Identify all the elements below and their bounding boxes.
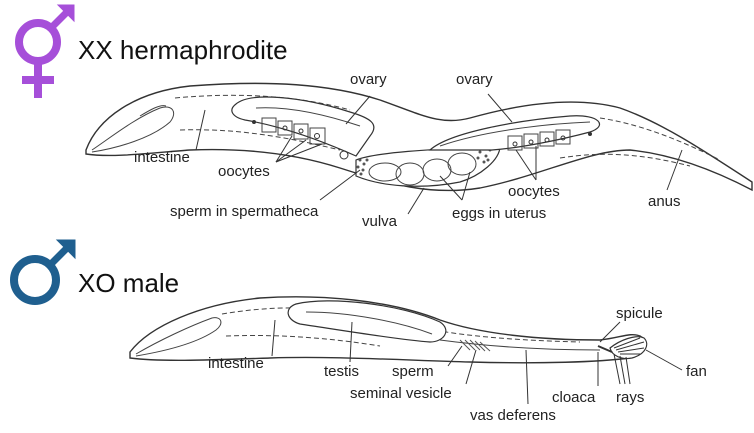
label-herm-intestine: intestine — [134, 149, 190, 166]
label-sperm-in-spermatheca: sperm in spermatheca — [170, 203, 319, 220]
label-vas-deferens: vas deferens — [470, 407, 556, 424]
label-seminal-vesicle: seminal vesicle — [350, 385, 452, 402]
male-title: XO male — [78, 268, 179, 298]
male-symbol-icon — [14, 240, 75, 301]
label-oocytes-right: oocytes — [508, 183, 560, 200]
label-ovary-right: ovary — [456, 71, 493, 88]
label-ovary-left: ovary — [350, 71, 387, 88]
label-vulva: vulva — [362, 213, 398, 230]
hermaphrodite-body — [86, 83, 752, 190]
label-testis: testis — [324, 363, 359, 380]
label-cloaca: cloaca — [552, 389, 596, 406]
label-eggs-in-uterus: eggs in uterus — [452, 205, 546, 222]
label-spicule: spicule — [616, 305, 663, 322]
herm-title: XX hermaphrodite — [78, 35, 288, 65]
male-body — [130, 297, 647, 363]
label-sperm: sperm — [392, 363, 434, 380]
female-symbol-icon — [19, 5, 74, 98]
label-fan: fan — [686, 363, 707, 380]
label-oocytes-left: oocytes — [218, 163, 270, 180]
label-male-intestine: intestine — [208, 355, 264, 372]
label-anus: anus — [648, 193, 681, 210]
label-rays: rays — [616, 389, 644, 406]
